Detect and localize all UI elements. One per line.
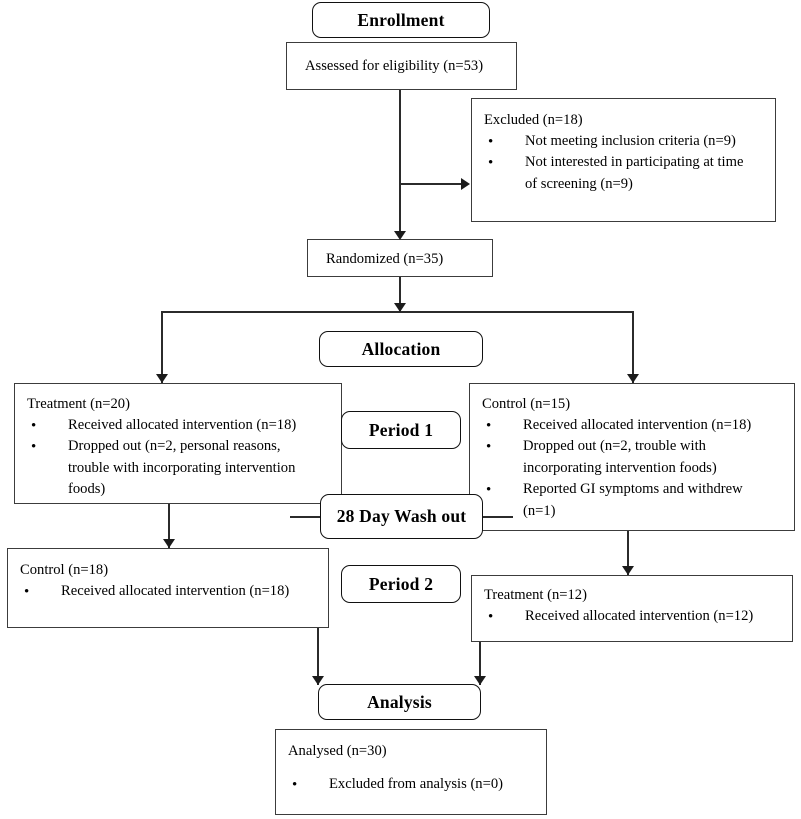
- arrowhead-p2-right-to-analysis: [474, 676, 486, 685]
- connector-p1-left-to-p2-left: [168, 504, 170, 548]
- list-item: Not interested in participating at time …: [484, 152, 743, 195]
- box-period1-treatment-list: Received allocated intervention (n=18) D…: [27, 414, 297, 501]
- excluded-item-2-line-1: Not interested in participating at time: [525, 154, 744, 171]
- box-analysed-list: Excluded from analysis (n=0): [288, 773, 503, 796]
- connector-p1-right-to-p2-right: [627, 531, 629, 575]
- arrowhead-allocation-left: [156, 374, 168, 383]
- box-period1-control: Control (n=15) Received allocated interv…: [469, 383, 795, 531]
- arrowhead-assessed-to-randomized: [394, 231, 406, 240]
- list-item: Dropped out (n=2, trouble with incorpora…: [482, 436, 751, 479]
- arrowhead-p2-left-to-analysis: [312, 676, 324, 685]
- arrowhead-assessed-to-excluded: [461, 178, 470, 190]
- box-period2-treatment-list: Received allocated intervention (n=12): [484, 605, 754, 628]
- box-assessed-heading: Assessed for eligibility (n=53): [305, 58, 484, 74]
- box-period1-control-list: Received allocated intervention (n=18) D…: [482, 414, 752, 522]
- box-period2-control-list: Received allocated intervention (n=18): [20, 580, 290, 603]
- analysed-item-1-text: Excluded from analysis (n=0): [329, 776, 503, 792]
- box-randomized: Randomized (n=35): [307, 239, 493, 277]
- p1-control-item-1-text: Received allocated intervention (n=18): [523, 417, 752, 433]
- box-period2-control-heading: Control (n=18): [20, 562, 109, 578]
- box-period1-treatment: Treatment (n=20) Received allocated inte…: [14, 383, 342, 504]
- stage-label-period1-text: Period 1: [368, 419, 434, 440]
- box-excluded: Excluded (n=18) Not meeting inclusion cr…: [471, 98, 776, 222]
- arrowhead-randomized-down: [394, 303, 406, 312]
- p2-treatment-item-1-text: Received allocated intervention (n=12): [525, 608, 754, 624]
- connector-randomized-down: [399, 277, 401, 313]
- connector-allocation-left-drop: [161, 311, 163, 383]
- connector-allocation-right-drop: [632, 311, 634, 383]
- stage-label-washout: 28 Day Wash out: [320, 494, 483, 539]
- box-analysed-heading: Analysed (n=30): [288, 743, 387, 759]
- list-item: Not meeting inclusion criteria (n=9): [484, 130, 743, 153]
- connector-assessed-to-excluded: [399, 183, 463, 185]
- stage-label-period2: Period 2: [341, 565, 461, 603]
- stage-label-washout-text: 28 Day Wash out: [336, 506, 467, 526]
- arrowhead-p1-right-to-p2-right: [622, 566, 634, 575]
- p1-control-item-2-line-1: Dropped out (n=2, trouble with: [523, 438, 706, 455]
- box-randomized-heading: Randomized (n=35): [326, 251, 444, 267]
- p2-control-item-1-text: Received allocated intervention (n=18): [61, 583, 290, 599]
- box-period2-treatment: Treatment (n=12) Received allocated inte…: [471, 575, 793, 642]
- stage-label-allocation: Allocation: [319, 331, 483, 367]
- excluded-item-1-text: Not meeting inclusion criteria (n=9): [525, 133, 736, 149]
- connector-washout-right-stub: [481, 516, 513, 518]
- box-excluded-list: Not meeting inclusion criteria (n=9) Not…: [484, 130, 743, 195]
- box-period2-control: Control (n=18) Received allocated interv…: [7, 548, 329, 628]
- list-item: Dropped out (n=2, personal reasons, trou…: [27, 436, 296, 500]
- box-period2-treatment-heading: Treatment (n=12): [484, 587, 587, 603]
- connector-p2-left-to-analysis: [317, 628, 319, 685]
- excluded-item-2-line-2: of screening (n=9): [525, 175, 633, 192]
- p1-treatment-item-2-line-2: trouble with incorporating intervention: [68, 459, 296, 476]
- box-analysed: Analysed (n=30) Excluded from analysis (…: [275, 729, 547, 815]
- p1-treatment-item-1-text: Received allocated intervention (n=18): [68, 417, 297, 433]
- connector-washout-left-stub: [290, 516, 322, 518]
- p1-control-item-3-line-2: (n=1): [523, 502, 556, 519]
- connector-p2-right-to-analysis: [479, 642, 481, 685]
- stage-label-enrollment: Enrollment: [312, 2, 490, 38]
- p1-treatment-item-2-line-3: foods): [68, 481, 106, 498]
- stage-label-analysis: Analysis: [318, 684, 481, 720]
- list-item: Received allocated intervention (n=18): [27, 414, 297, 437]
- box-period1-control-heading: Control (n=15): [482, 396, 571, 412]
- arrowhead-allocation-right: [627, 374, 639, 383]
- list-item: Received allocated intervention (n=12): [484, 605, 754, 628]
- stage-label-allocation-text: Allocation: [361, 338, 441, 359]
- box-assessed-for-eligibility: Assessed for eligibility (n=53): [286, 42, 517, 90]
- stage-label-enrollment-text: Enrollment: [357, 9, 445, 30]
- box-excluded-heading: Excluded (n=18): [484, 112, 583, 128]
- list-item: Received allocated intervention (n=18): [20, 580, 290, 603]
- p1-control-item-3-line-1: Reported GI symptoms and withdrew: [523, 481, 743, 498]
- list-item: Received allocated intervention (n=18): [482, 414, 752, 437]
- stage-label-period2-text: Period 2: [368, 573, 434, 594]
- list-item: Reported GI symptoms and withdrew (n=1): [482, 479, 751, 522]
- list-item: Excluded from analysis (n=0): [288, 773, 503, 796]
- arrowhead-p1-left-to-p2-left: [163, 539, 175, 548]
- connector-assessed-to-randomized: [399, 90, 401, 238]
- box-period1-treatment-heading: Treatment (n=20): [27, 396, 130, 412]
- stage-label-analysis-text: Analysis: [367, 691, 432, 712]
- p1-control-item-2-line-2: incorporating intervention foods): [523, 459, 717, 476]
- stage-label-period1: Period 1: [341, 411, 461, 449]
- p1-treatment-item-2-line-1: Dropped out (n=2, personal reasons,: [68, 438, 281, 455]
